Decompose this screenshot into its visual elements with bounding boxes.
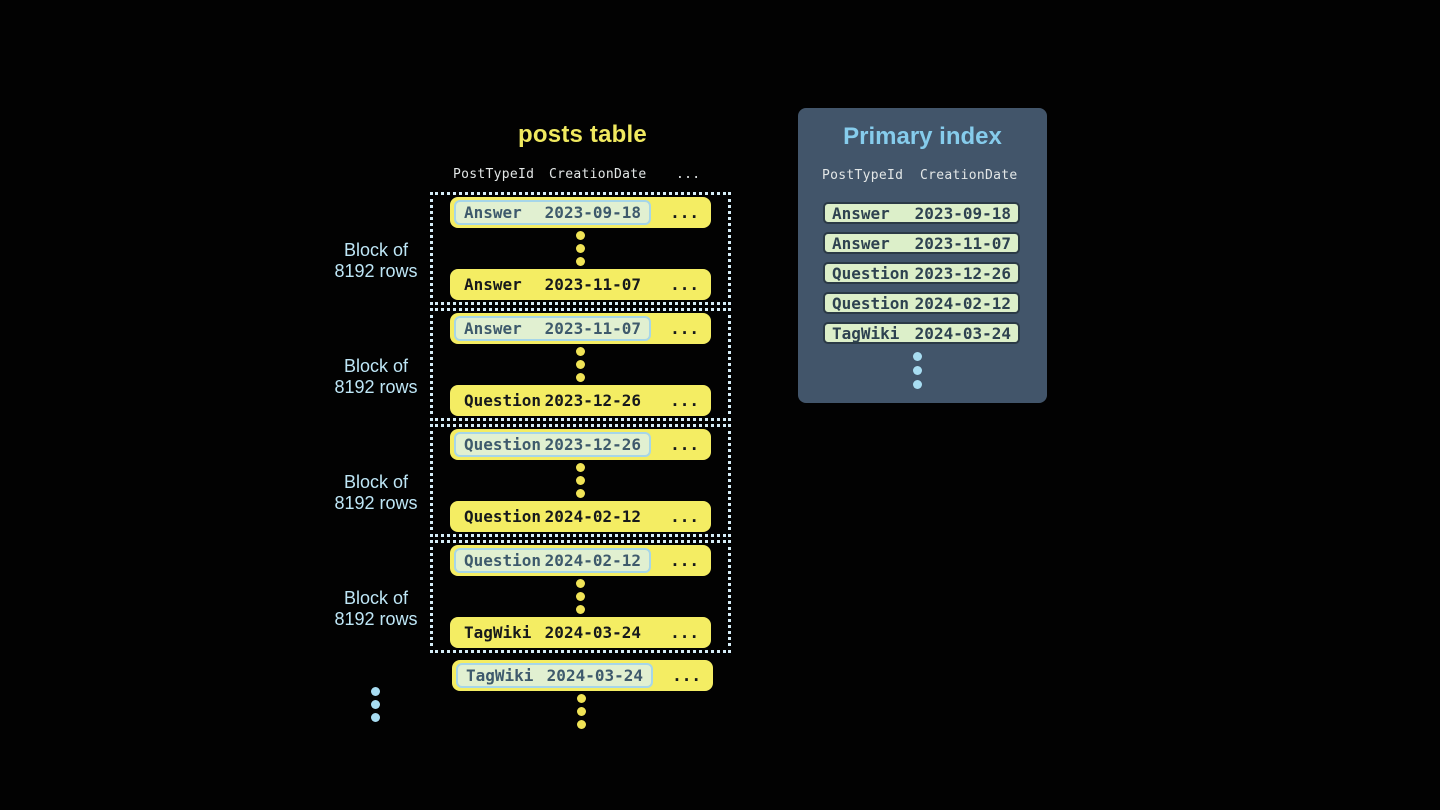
post-type-value: TagWiki xyxy=(466,666,534,685)
block-3: Question 2023-12-26 ... Question 2024-02… xyxy=(430,424,731,537)
creation-date-value: 2023-12-26 xyxy=(914,263,1011,283)
omitted-rows-dots xyxy=(576,231,585,266)
index-header-creationdate: CreationDate xyxy=(920,168,1018,183)
post-type-value: Answer xyxy=(464,275,522,294)
block-2-label: Block of 8192 rows xyxy=(334,356,418,397)
table-row: Answer 2023-11-07 ... xyxy=(450,269,711,300)
block-1: Answer 2023-09-18 ... Answer 2023-11-07 … xyxy=(430,192,731,305)
index-mark-cell: TagWiki 2024-03-24 xyxy=(456,663,653,688)
block-4: Question 2024-02-12 ... TagWiki 2024-03-… xyxy=(430,540,731,653)
more-columns-ellipsis: ... xyxy=(670,391,699,410)
index-entry: Question 2024-02-12 xyxy=(823,292,1020,314)
index-entry: TagWiki 2024-03-24 xyxy=(823,322,1020,344)
creation-date-value: 2023-12-26 xyxy=(544,391,641,410)
block-3-label: Block of 8192 rows xyxy=(334,472,418,513)
post-type-value: Answer xyxy=(464,203,522,222)
creation-date-value: 2024-02-12 xyxy=(544,551,641,570)
post-type-value: Answer xyxy=(832,203,890,223)
omitted-rows-dots xyxy=(576,347,585,382)
creation-date-value: 2023-09-18 xyxy=(914,203,1011,223)
posts-header-creationdate: CreationDate xyxy=(549,167,647,182)
table-row: Question 2023-12-26 ... xyxy=(450,429,711,460)
block-2: Answer 2023-11-07 ... Question 2023-12-2… xyxy=(430,308,731,421)
primary-index-panel: Primary index PostTypeId CreationDate An… xyxy=(798,108,1047,403)
posts-header-more-columns: ... xyxy=(676,167,701,182)
index-entry: Answer 2023-11-07 xyxy=(823,232,1020,254)
more-columns-ellipsis: ... xyxy=(672,666,701,685)
creation-date-value: 2023-11-07 xyxy=(544,319,641,338)
table-row: TagWiki 2024-03-24 ... xyxy=(450,617,711,648)
table-row: Question 2023-12-26 ... xyxy=(450,385,711,416)
post-type-value: Question xyxy=(464,507,542,526)
index-mark-cell: Question 2023-12-26 xyxy=(454,432,651,457)
creation-date-value: 2024-03-24 xyxy=(914,323,1011,343)
post-type-value: Answer xyxy=(832,233,890,253)
post-type-value: Answer xyxy=(464,319,522,338)
post-type-value: Question xyxy=(464,551,542,570)
table-row: Question 2024-02-12 ... xyxy=(450,545,711,576)
table-row: TagWiki 2024-03-24 ... xyxy=(452,660,713,691)
creation-date-value: 2023-11-07 xyxy=(544,275,641,294)
post-type-value: Question xyxy=(464,435,542,454)
row-cells: Answer 2023-11-07 xyxy=(454,272,651,297)
table-row: Answer 2023-09-18 ... xyxy=(450,197,711,228)
table-row: Question 2024-02-12 ... xyxy=(450,501,711,532)
block-1-label: Block of 8192 rows xyxy=(334,240,418,281)
row-cells: TagWiki 2024-03-24 xyxy=(454,620,651,645)
index-mark-cell: Answer 2023-11-07 xyxy=(454,316,651,341)
more-columns-ellipsis: ... xyxy=(670,623,699,642)
post-type-value: TagWiki xyxy=(464,623,532,642)
creation-date-value: 2023-09-18 xyxy=(544,203,641,222)
creation-date-value: 2024-03-24 xyxy=(546,666,643,685)
more-columns-ellipsis: ... xyxy=(670,203,699,222)
more-entries-dots xyxy=(913,352,922,389)
more-columns-ellipsis: ... xyxy=(670,319,699,338)
row-cells: Question 2024-02-12 xyxy=(454,504,651,529)
omitted-rows-dots xyxy=(577,694,586,729)
creation-date-value: 2024-02-12 xyxy=(544,507,641,526)
posts-header-posttypeid: PostTypeId xyxy=(453,167,535,182)
more-blocks-dots xyxy=(371,687,380,722)
omitted-rows-dots xyxy=(576,579,585,614)
post-type-value: TagWiki xyxy=(832,323,900,343)
primary-index-title: Primary index xyxy=(843,123,1002,150)
post-type-value: Question xyxy=(832,293,910,313)
omitted-rows-dots xyxy=(576,463,585,498)
more-columns-ellipsis: ... xyxy=(670,551,699,570)
index-entry: Question 2023-12-26 xyxy=(823,262,1020,284)
more-columns-ellipsis: ... xyxy=(670,275,699,294)
creation-date-value: 2024-02-12 xyxy=(914,293,1011,313)
creation-date-value: 2023-11-07 xyxy=(914,233,1011,253)
posts-table-title: posts table xyxy=(518,121,647,148)
index-mark-cell: Answer 2023-09-18 xyxy=(454,200,651,225)
creation-date-value: 2023-12-26 xyxy=(544,435,641,454)
creation-date-value: 2024-03-24 xyxy=(544,623,641,642)
more-columns-ellipsis: ... xyxy=(670,507,699,526)
post-type-value: Question xyxy=(832,263,910,283)
index-entry: Answer 2023-09-18 xyxy=(823,202,1020,224)
index-mark-cell: Question 2024-02-12 xyxy=(454,548,651,573)
row-cells: Question 2023-12-26 xyxy=(454,388,651,413)
block-4-label: Block of 8192 rows xyxy=(334,588,418,629)
more-columns-ellipsis: ... xyxy=(670,435,699,454)
table-row: Answer 2023-11-07 ... xyxy=(450,313,711,344)
post-type-value: Question xyxy=(464,391,542,410)
index-header-posttypeid: PostTypeId xyxy=(822,168,904,183)
